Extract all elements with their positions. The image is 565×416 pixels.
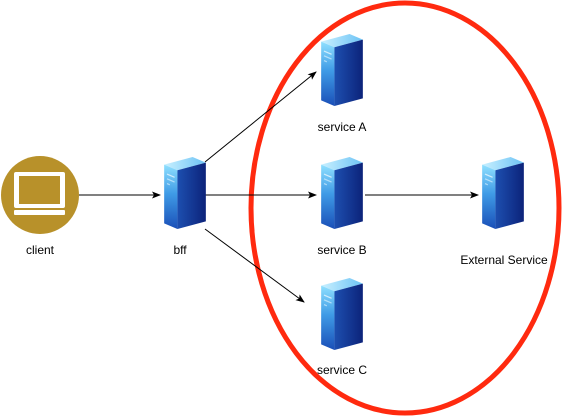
edges <box>79 71 479 303</box>
client-node[interactable]: client <box>1 156 79 257</box>
bff-node[interactable]: bff <box>164 157 206 257</box>
edge-bff-service-c <box>204 228 305 303</box>
service-b-label: service B <box>317 243 366 257</box>
service-c-label: service C <box>317 363 367 377</box>
client-label: client <box>26 243 55 257</box>
server-icon <box>321 34 363 106</box>
service-b-node[interactable]: service B <box>317 157 367 257</box>
server-icon <box>164 157 206 229</box>
edge-bff-service-a <box>204 71 317 163</box>
highlight-ellipse <box>248 0 562 416</box>
server-icon <box>321 278 363 350</box>
monitor-icon <box>1 156 79 234</box>
external-service-label: External Service <box>460 253 548 267</box>
server-icon <box>482 157 524 229</box>
external-service-node[interactable]: External Service <box>460 157 548 267</box>
bff-label: bff <box>173 243 187 257</box>
service-a-node[interactable]: service A <box>318 34 367 134</box>
service-a-label: service A <box>318 120 367 134</box>
service-c-node[interactable]: service C <box>317 278 367 377</box>
server-icon <box>321 157 363 229</box>
